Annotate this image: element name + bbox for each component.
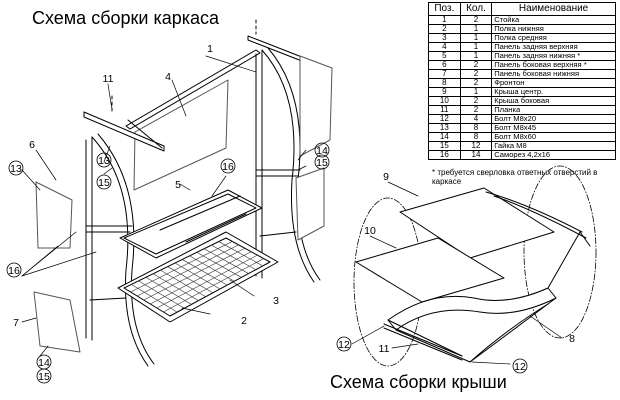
right-side-panel-lower [295,167,325,241]
callout-6: 6 [29,139,35,151]
callout-4: 4 [165,71,171,83]
right-upright [255,47,321,283]
header-name: Наименование [491,2,616,16]
left-upright [85,133,155,367]
callout-3: 3 [273,295,279,307]
header-qty: Кол. [459,2,493,16]
callout-14-bottom: 14 [38,357,50,369]
table-footnote: * требуется сверловка ответных отверстий… [432,168,598,186]
callout-16-top: 16 [222,161,234,173]
row-name: Саморез 4,2х16 [491,150,616,160]
header-pos: Поз. [428,2,461,16]
callout-11-roof: 11 [379,343,390,355]
left-side-panel-lower [33,291,81,353]
callout-8: 8 [569,333,575,345]
callout-12-right: 12 [514,361,526,373]
rear-top-bar [125,49,261,130]
callout-2: 2 [241,315,247,327]
right-side-panel-upper [299,55,333,157]
callout-circles [6,142,528,384]
callout-10: 10 [364,225,376,237]
callout-14-right: 14 [316,145,328,157]
callout-11-frame: 11 [103,73,114,85]
roof-assembly-title: Схема сборки крыши [330,372,507,392]
callout-15-center: 15 [98,177,110,189]
callout-15-right: 15 [316,157,328,169]
rear-upper-panel [133,79,229,191]
parts-table-header: Поз. Кол. Наименование [428,2,616,16]
roof-assembly [351,165,597,367]
lower-mesh-shelf [117,231,279,323]
left-top-crossbar [83,95,165,152]
callout-13-center: 13 [98,155,110,167]
callout-15-bottom: 15 [38,371,50,383]
callout-1: 1 [207,43,213,55]
callout-13-left: 13 [10,163,22,175]
row-pos: 16 [428,150,461,160]
mesh-grid [130,241,265,313]
middle-shelf [119,189,263,259]
frame-assembly-title: Схема сборки каркаса [32,8,220,28]
callout-12-left: 12 [338,339,350,351]
row-qty: 14 [459,150,493,160]
callout-5: 5 [175,179,181,191]
callout-9: 9 [383,171,389,183]
callout-16-left-a: 16 [8,265,20,277]
left-side-panel-upper [35,181,73,249]
callout-7: 7 [13,317,19,329]
